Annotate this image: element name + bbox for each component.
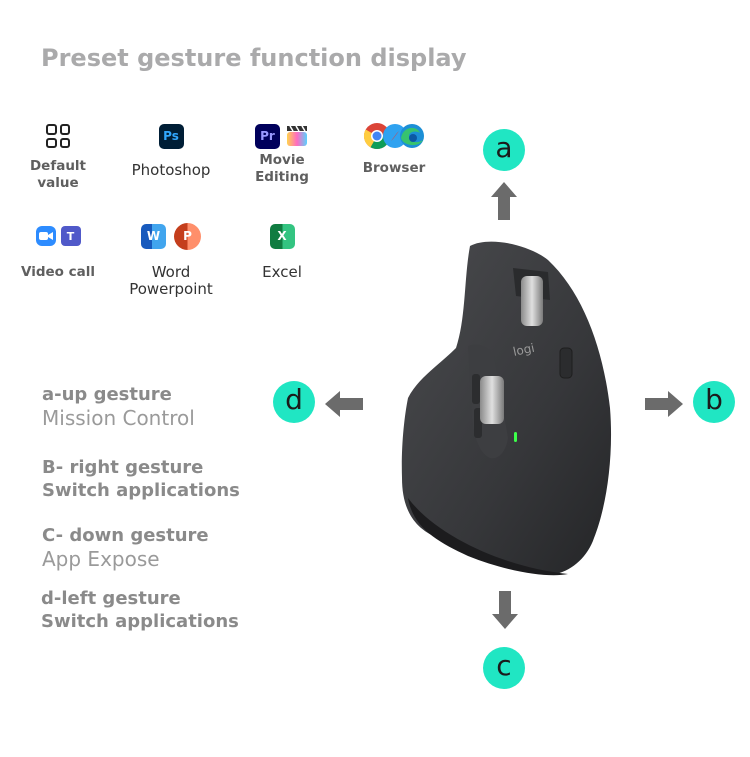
gesture-right: B- right gesture Switch applications bbox=[42, 457, 240, 503]
mouse-illustration: logi bbox=[398, 238, 614, 582]
app-label: Excel bbox=[262, 263, 302, 281]
thumb-wheel bbox=[480, 376, 504, 424]
app-label: Editing bbox=[255, 169, 309, 185]
gesture-left: d-left gesture Switch applications bbox=[41, 588, 239, 634]
safari-icon bbox=[383, 124, 407, 148]
arrow-down-icon bbox=[492, 591, 518, 629]
arrow-up-icon bbox=[491, 182, 517, 220]
photoshop-icon: Ps bbox=[158, 123, 184, 149]
gesture-value: Switch applications bbox=[42, 480, 240, 501]
edge-icon bbox=[400, 124, 424, 148]
app-photoshop: Ps Photoshop bbox=[111, 122, 231, 179]
grid-icon bbox=[46, 124, 70, 148]
gesture-heading: a-up gesture bbox=[42, 384, 172, 405]
final-cut-icon bbox=[285, 124, 309, 148]
gesture-heading: d-left gesture bbox=[41, 588, 181, 609]
app-label: Browser bbox=[362, 160, 426, 176]
teams-icon: T bbox=[60, 226, 81, 246]
gesture-heading: B- right gesture bbox=[42, 457, 204, 478]
app-label: Movie bbox=[259, 152, 305, 168]
logi-logo: logi bbox=[512, 341, 536, 359]
app-label: Photoshop bbox=[131, 161, 211, 179]
app-label: Word bbox=[151, 263, 191, 281]
arrow-left-icon bbox=[325, 391, 363, 417]
zoom-icon bbox=[35, 226, 56, 246]
premiere-icon: Pr bbox=[255, 123, 280, 149]
gesture-value: Mission Control bbox=[42, 406, 195, 430]
app-label: Powerpoint bbox=[129, 280, 213, 298]
app-label: value bbox=[37, 175, 79, 191]
gesture-value: Switch applications bbox=[41, 611, 239, 632]
arrow-right-icon bbox=[645, 391, 683, 417]
word-icon: W bbox=[141, 223, 166, 249]
direction-right-label: b bbox=[693, 381, 735, 423]
app-label: Video call bbox=[21, 264, 95, 280]
gesture-value: App Expose bbox=[42, 547, 160, 571]
gesture-down: C- down gesture App Expose bbox=[42, 525, 209, 571]
app-video-call: T Video call bbox=[0, 222, 118, 281]
chrome-icon bbox=[363, 123, 391, 150]
direction-left-label: d bbox=[273, 381, 315, 423]
gesture-up: a-up gesture Mission Control bbox=[42, 384, 195, 430]
excel-icon: X bbox=[269, 223, 295, 249]
direction-down-label: c bbox=[483, 647, 525, 689]
status-led bbox=[514, 432, 517, 442]
powerpoint-icon: P bbox=[174, 222, 201, 250]
app-label: Default bbox=[29, 158, 87, 174]
app-browser: Browser bbox=[334, 122, 454, 177]
scroll-wheel bbox=[521, 276, 543, 326]
direction-up-label: a bbox=[483, 129, 525, 171]
app-excel: X Excel bbox=[222, 222, 342, 281]
gesture-heading: C- down gesture bbox=[42, 525, 209, 546]
page-title: Preset gesture function display bbox=[41, 44, 467, 72]
